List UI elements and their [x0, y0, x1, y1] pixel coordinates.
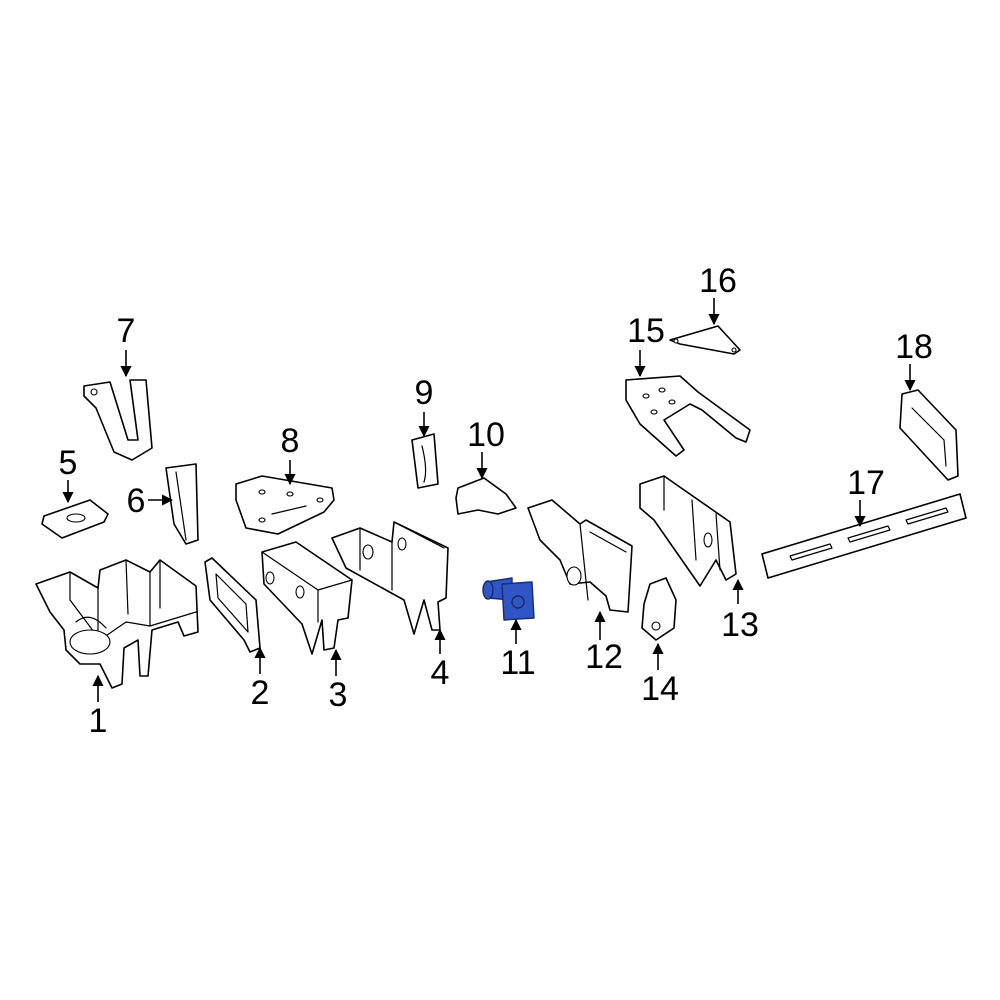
callout-7: 7 — [117, 312, 136, 378]
callout-16: 16 — [699, 262, 737, 326]
callout-10: 10 — [467, 416, 505, 480]
callout-13: 13 — [721, 578, 759, 644]
callout-5: 5 — [59, 444, 78, 504]
part-5-plate[interactable] — [41, 499, 109, 539]
callout-14: 14 — [641, 642, 679, 708]
part-17-rocker-panel[interactable] — [761, 493, 967, 579]
callout-9: 9 — [415, 374, 434, 438]
callout-label-11: 11 — [500, 644, 535, 682]
callout-15: 15 — [627, 312, 665, 378]
callout-label-3: 3 — [329, 676, 348, 714]
callout-label-9: 9 — [415, 374, 434, 412]
callout-label-12: 12 — [585, 638, 623, 676]
callout-label-7: 7 — [117, 312, 136, 350]
callout-3: 3 — [329, 648, 348, 714]
callout-label-2: 2 — [251, 674, 270, 712]
callout-8: 8 — [281, 422, 300, 486]
part-15-crossmember[interactable] — [625, 375, 751, 457]
part-11-stud-bolt[interactable] — [482, 577, 535, 621]
callout-label-18: 18 — [895, 328, 933, 366]
part-16-triangular-plate[interactable] — [669, 325, 741, 355]
callout-label-5: 5 — [59, 444, 78, 482]
callout-4: 4 — [431, 628, 450, 692]
callout-label-4: 4 — [431, 654, 450, 692]
callout-label-1: 1 — [89, 702, 108, 740]
part-7-hook-bracket[interactable] — [83, 379, 153, 461]
callout-18: 18 — [895, 328, 933, 392]
part-18-side-bracket[interactable] — [899, 389, 959, 481]
part-13-box-bracket[interactable] — [639, 475, 737, 587]
callout-6: 6 — [127, 482, 174, 520]
part-14-gusset[interactable] — [641, 577, 677, 641]
callout-1: 1 — [89, 674, 108, 740]
part-3-bracket-box[interactable] — [261, 541, 353, 655]
part-1-front-rail-assembly[interactable] — [35, 559, 199, 689]
part-6-reinforcement[interactable] — [165, 463, 199, 545]
callout-label-16: 16 — [699, 262, 737, 300]
callout-label-8: 8 — [281, 422, 300, 460]
part-10-saddle-bracket[interactable] — [455, 477, 517, 515]
callout-label-14: 14 — [641, 670, 679, 708]
callout-12: 12 — [585, 610, 623, 676]
callout-label-6: 6 — [127, 482, 146, 520]
part-4-bracket-assembly[interactable] — [331, 521, 449, 635]
part-9-small-bracket[interactable] — [411, 433, 439, 489]
callout-11: 11 — [500, 618, 536, 682]
callout-label-15: 15 — [627, 312, 665, 350]
part-8-mounting-plate[interactable] — [235, 475, 335, 535]
part-12-bracket-assembly[interactable] — [527, 499, 633, 613]
callout-label-10: 10 — [467, 416, 505, 454]
callout-label-13: 13 — [721, 606, 759, 644]
part-2-side-panel[interactable] — [204, 557, 261, 653]
callout-label-17: 17 — [847, 464, 885, 502]
callout-17: 17 — [847, 464, 885, 528]
callout-2: 2 — [251, 646, 270, 712]
